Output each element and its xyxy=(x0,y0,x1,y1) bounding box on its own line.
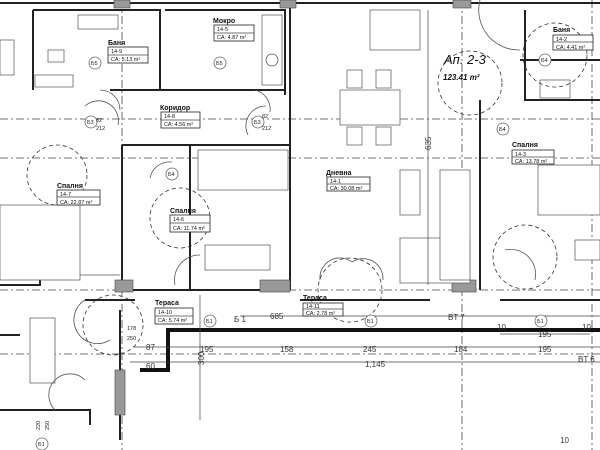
svg-text:СА: 30.08 m²: СА: 30.08 m² xyxy=(330,186,362,192)
bed-right xyxy=(537,164,600,216)
furniture xyxy=(0,9,600,384)
toilet xyxy=(47,49,65,63)
svg-text:Б4: Б4 xyxy=(499,127,506,133)
svg-text:82: 82 xyxy=(262,114,268,120)
svg-text:Б 1: Б 1 xyxy=(234,315,246,324)
svg-text:Тераса: Тераса xyxy=(303,295,327,302)
room-label-bedroom-14-3: Спалня 14-3СА: 13.78 m² xyxy=(511,142,555,165)
svg-text:14-8: 14-8 xyxy=(164,114,175,120)
svg-text:300: 300 xyxy=(197,351,206,365)
svg-text:212: 212 xyxy=(96,126,105,132)
room-label-bathroom-14-9: Баня 14-9СА: 5.13 m² xyxy=(107,40,149,64)
svg-text:178: 178 xyxy=(127,326,136,332)
svg-text:158: 158 xyxy=(280,345,294,354)
kitchen-unit xyxy=(369,9,421,51)
tv-stand xyxy=(399,169,421,216)
svg-text:14-9: 14-9 xyxy=(111,49,122,55)
door-tags: Б5 Б5 Б3 Б3 Б4 Б4 Б4 Б1 Б1 Б1 Б1 BT 7 BT… xyxy=(35,53,595,450)
svg-text:Мокро: Мокро xyxy=(213,18,235,25)
svg-text:Б1: Б1 xyxy=(537,319,544,325)
svg-text:14-2: 14-2 xyxy=(556,37,567,43)
svg-text:10: 10 xyxy=(582,323,591,332)
svg-text:195: 195 xyxy=(200,345,214,354)
apartment-name: Ап. 2-3 xyxy=(443,52,487,67)
svg-text:Баня: Баня xyxy=(553,27,570,34)
bed-small xyxy=(197,149,289,191)
svg-text:14-6: 14-6 xyxy=(173,217,184,223)
svg-text:СА: 5.74 m²: СА: 5.74 m² xyxy=(158,318,187,324)
svg-text:Б5: Б5 xyxy=(91,61,98,67)
svg-text:СА: 2.78 m²: СА: 2.78 m² xyxy=(306,311,335,317)
svg-text:14-7: 14-7 xyxy=(60,192,71,198)
svg-text:685: 685 xyxy=(270,312,284,321)
room-label-bathroom-14-2: Баня 14-2СА: 4.41 m² xyxy=(552,27,594,51)
svg-text:250: 250 xyxy=(127,336,136,342)
svg-text:10: 10 xyxy=(560,436,569,445)
svg-text:BT 6: BT 6 xyxy=(578,355,595,364)
svg-text:СА: 5.13 m²: СА: 5.13 m² xyxy=(111,57,140,63)
svg-text:Б4: Б4 xyxy=(168,172,175,178)
svg-text:14-11: 14-11 xyxy=(306,304,320,310)
svg-text:Спалня: Спалня xyxy=(512,142,538,149)
apartment-area: 123.41 m² xyxy=(443,73,480,82)
svg-text:635: 635 xyxy=(424,136,433,150)
room-label-corridor-14-8: Коридор 14-8СА: 4.56 m² xyxy=(160,105,201,129)
door-swings xyxy=(26,0,588,411)
room-label-wet-14-5: Мокро 14-5СА: 4.87 m² xyxy=(213,18,255,42)
kitchen-counter xyxy=(261,14,283,86)
svg-text:Б3: Б3 xyxy=(87,120,94,126)
svg-text:Тераса: Тераса xyxy=(155,300,179,307)
svg-text:Баня: Баня xyxy=(108,40,125,47)
svg-text:212: 212 xyxy=(262,126,271,132)
svg-text:14-5: 14-5 xyxy=(217,27,228,33)
svg-text:60: 60 xyxy=(146,362,155,371)
svg-text:10: 10 xyxy=(497,323,506,332)
svg-text:СА: 4.56 m²: СА: 4.56 m² xyxy=(164,122,193,128)
svg-text:220: 220 xyxy=(36,421,42,430)
svg-text:184: 184 xyxy=(454,345,468,354)
svg-text:195: 195 xyxy=(538,330,552,339)
svg-text:Б5: Б5 xyxy=(216,61,223,67)
room-label-bedroom-14-7: Спалня 14-7СА: 22.87 m² xyxy=(56,183,101,206)
desk xyxy=(204,244,271,271)
dining-table xyxy=(339,89,401,126)
svg-text:14-10: 14-10 xyxy=(158,310,172,316)
dimension-labels: 195 158 245 184 195 195 10 10 10 1,145 6… xyxy=(36,136,591,445)
svg-text:СА: 22.87 m²: СА: 22.87 m² xyxy=(60,200,92,206)
svg-text:Дневна: Дневна xyxy=(326,170,352,177)
svg-text:СА: 4.87 m²: СА: 4.87 m² xyxy=(217,35,246,41)
svg-text:250: 250 xyxy=(45,421,51,430)
room-label-living-14-1: Дневна 14-1СА: 30.08 m² xyxy=(326,170,371,192)
svg-text:Б3: Б3 xyxy=(254,120,261,126)
svg-text:СА: 13.78 m²: СА: 13.78 m² xyxy=(515,159,547,165)
sofa-left xyxy=(0,39,15,76)
room-label-bedroom-14-6: Спалня 14-6СА: 11.74 m² xyxy=(169,208,211,233)
svg-text:Б4: Б4 xyxy=(541,58,548,64)
svg-text:Коридор: Коридор xyxy=(160,105,190,112)
desk-left xyxy=(29,317,56,384)
svg-text:14-1: 14-1 xyxy=(330,179,341,185)
sink xyxy=(265,53,279,67)
svg-text:82: 82 xyxy=(96,118,102,124)
washer xyxy=(34,74,74,88)
svg-text:Спалня: Спалня xyxy=(57,183,83,190)
svg-text:195: 195 xyxy=(538,345,552,354)
svg-text:Спалня: Спалня xyxy=(170,208,196,215)
svg-text:245: 245 xyxy=(363,345,377,354)
svg-text:Б1: Б1 xyxy=(38,442,45,448)
svg-text:1,145: 1,145 xyxy=(365,360,386,369)
bed-large xyxy=(0,204,81,281)
svg-text:BT 7: BT 7 xyxy=(448,313,465,322)
svg-text:СА: 11.74 m²: СА: 11.74 m² xyxy=(173,226,205,232)
svg-text:Б1: Б1 xyxy=(367,319,374,325)
svg-text:Б1: Б1 xyxy=(206,319,213,325)
svg-text:87: 87 xyxy=(146,343,155,352)
svg-text:14-3: 14-3 xyxy=(515,152,526,158)
bathtub xyxy=(77,14,119,30)
svg-text:СА: 4.41 m²: СА: 4.41 m² xyxy=(556,45,585,51)
